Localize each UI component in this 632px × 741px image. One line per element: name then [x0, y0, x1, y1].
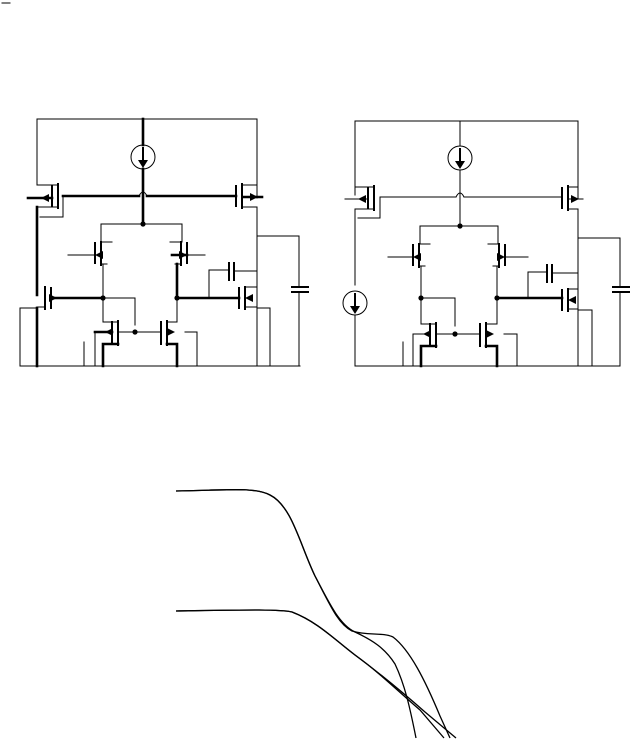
mirror-right-drain — [166, 297, 178, 323]
mirror-left-drain — [102, 297, 119, 323]
nmos-arrow-icon — [167, 328, 175, 336]
pmos-top-left-terminals — [36, 184, 59, 208]
current-source-arrow-head — [455, 161, 465, 169]
right-return — [577, 309, 593, 367]
nmos-arrow-icon — [49, 294, 57, 302]
left-return — [19, 307, 38, 367]
mirror-body-ties — [402, 333, 518, 367]
diff-left-terminals — [418, 243, 431, 267]
mirror-sources — [419, 344, 499, 368]
nmos-arrow-icon — [568, 296, 576, 304]
response-curve-2 — [175, 488, 417, 739]
right-circuit-schematic — [342, 120, 630, 368]
supply-rail — [36, 118, 258, 199]
pmos-arrow-icon — [413, 253, 421, 261]
diff-left-terminals — [100, 241, 113, 265]
output-cap-icon — [291, 286, 309, 293]
pmos-top-right-terminals — [567, 186, 579, 210]
right-return — [256, 307, 271, 367]
pmos-arrow-icon — [358, 195, 366, 203]
pmos-top-left-terminals — [354, 186, 375, 210]
mirror-feed — [102, 297, 136, 326]
pmos-arrow-icon — [571, 195, 579, 203]
response-curve-4 — [175, 609, 457, 739]
pmos-arrow-icon — [497, 253, 505, 261]
output-cap-wire — [577, 237, 621, 287]
nmos-mid-right-terminals — [244, 286, 258, 367]
response-curve-3 — [175, 609, 445, 739]
comp-cap-icon — [228, 262, 235, 281]
mirror-feed — [420, 297, 456, 327]
pmos-arrow-icon — [250, 193, 258, 201]
diff-right-terminals — [487, 243, 500, 267]
pmos-arrow-icon — [41, 194, 49, 202]
junction-dot — [452, 331, 458, 337]
comp-cap-icon — [546, 264, 553, 283]
crossover-hop — [455, 192, 465, 198]
junction-dot — [457, 223, 463, 229]
mirror-body-ties — [83, 331, 198, 367]
supply-rail — [354, 120, 579, 200]
response-plot — [175, 488, 457, 739]
mirror-drains — [420, 297, 498, 325]
diff-pair-legs — [100, 223, 183, 243]
current-source-arrow-head — [350, 306, 360, 314]
output-cap-icon — [612, 286, 630, 293]
junction-dot — [140, 221, 146, 227]
pmos-arrow-icon — [95, 251, 103, 259]
current-source-arrow-head — [138, 160, 148, 168]
nmos-arrow-icon — [486, 330, 494, 338]
crossover-hop — [138, 191, 148, 197]
diff-pair-legs — [419, 225, 499, 245]
output-cap-wire — [256, 235, 300, 287]
junction-dot — [132, 329, 138, 335]
mirror-sources — [101, 342, 179, 368]
pmos-arrow-icon — [179, 251, 187, 259]
pmos-top-right-terminals — [241, 184, 258, 208]
diode-link — [39, 195, 64, 218]
nmos-arrow-icon — [245, 294, 253, 302]
diode-link — [357, 196, 381, 219]
left-circuit-schematic — [19, 117, 309, 368]
nmos-mid-right-terminals — [567, 288, 579, 367]
